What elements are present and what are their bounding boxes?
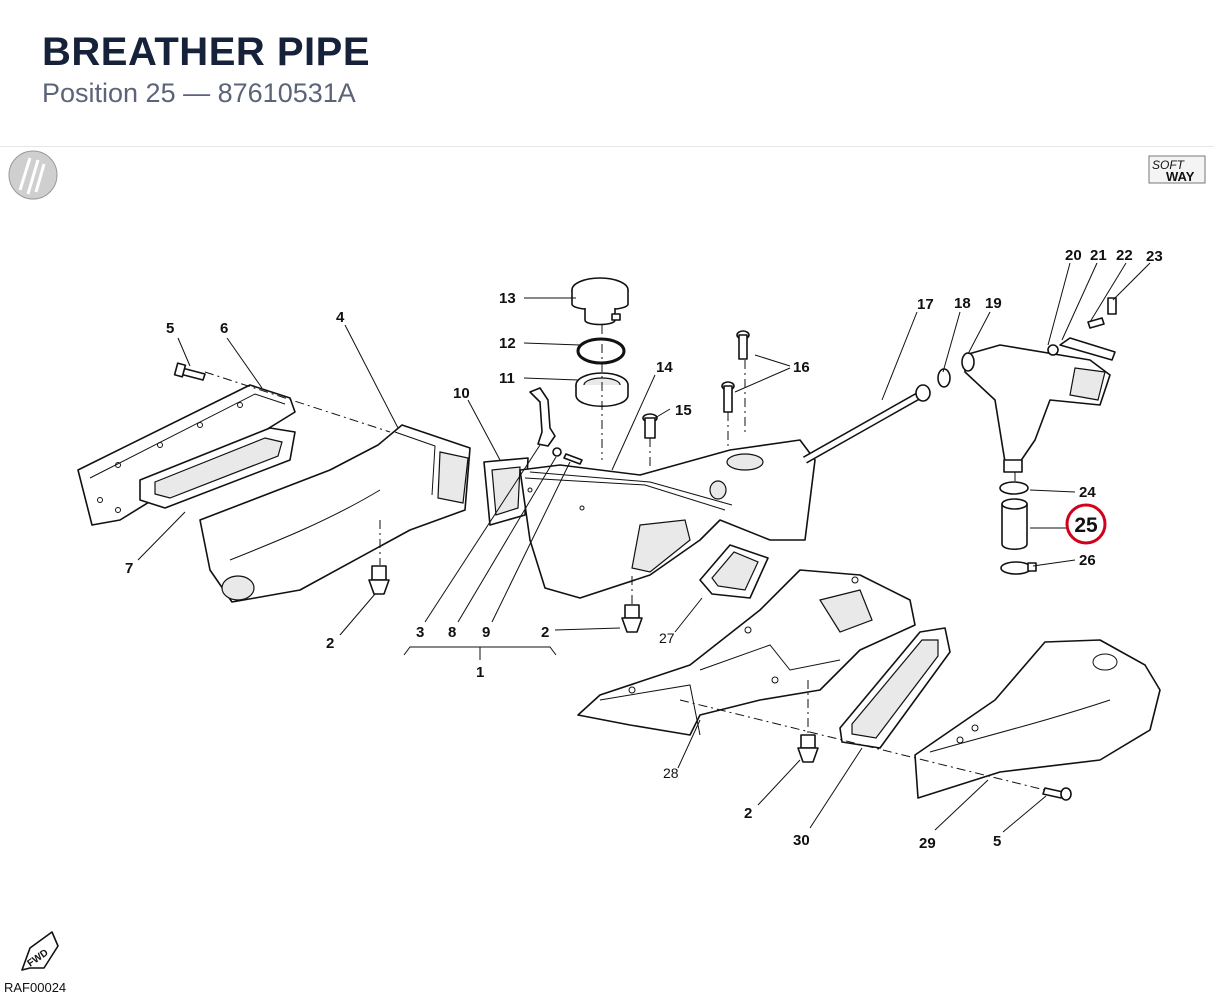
part-2-grommet-center [621,604,643,633]
callout-5-left: 5 [166,320,174,337]
callout-30: 30 [793,832,810,849]
part-6-mounting-plate [77,384,296,526]
callout-22: 22 [1116,247,1133,264]
part-9-screw [563,453,583,465]
callout-25-label: 25 [1074,514,1098,537]
callout-24: 24 [1079,484,1096,501]
part-12-o-ring [576,337,626,365]
page-title: BREATHER PIPE [42,30,371,74]
part-25-breather-pipe-highlighted [1001,498,1028,551]
callout-2-left: 2 [326,635,334,652]
callout-27: 27 [659,630,675,646]
callout-3: 3 [416,624,424,641]
part-8-washer [552,447,562,457]
part-3-bracket [529,387,556,447]
part-5-screw-right [1042,787,1072,801]
part-15-bolt [642,413,658,439]
callout-labels: 5 6 4 7 2 10 3 8 9 2 1 13 12 11 14 15 16… [125,247,1163,852]
callout-13: 13 [499,290,516,307]
callout-4: 4 [336,309,345,326]
callout-1: 1 [476,664,484,681]
callout-26: 26 [1079,552,1096,569]
part-17-breather-pipe [803,384,931,464]
callout-9: 9 [482,624,490,641]
callout-11: 11 [499,370,515,387]
callout-10: 10 [453,385,470,402]
callout-25-highlight[interactable]: 25 [1065,503,1107,545]
callout-6: 6 [220,320,228,337]
callout-7: 7 [125,560,133,577]
part-13-filler-cap [571,277,629,326]
part-2-grommet-left [368,565,390,595]
part-10-gasket [483,457,529,526]
callout-leader-lines [137,262,1151,833]
callout-29: 29 [919,835,936,852]
callout-19: 19 [985,295,1002,312]
callout-16: 16 [793,359,810,376]
callout-20: 20 [1065,247,1082,264]
part-27-gasket [699,544,769,599]
softway-logo-top: SOFT [1152,158,1186,172]
assembly-axis-lines [204,325,1046,791]
part-26-clamp [1000,561,1037,575]
exploded-parts-diagram: SOFT WAY [8,150,1206,971]
softway-logo: SOFT WAY [1148,155,1206,184]
part-2-grommet-bottom [797,734,819,763]
part-18-hose-clamp [937,368,951,388]
callout-2-bottom: 2 [744,805,752,822]
callout-17: 17 [917,296,934,313]
part-7-air-filter [139,427,296,509]
callout-8: 8 [448,624,456,641]
page-subtitle: Position 25 — 87610531A [42,78,356,109]
callout-21: 21 [1090,247,1107,264]
part-20-23-hardware [1047,297,1117,361]
callout-14: 14 [656,359,673,376]
callout-12: 12 [499,335,516,352]
brand-circle-logo [8,150,58,200]
part-24-clamp [999,481,1029,495]
part-5-screw-left [173,362,206,381]
part-14-fuel-tank [519,439,816,599]
subtitle-separator: — [183,78,211,108]
callout-2-center: 2 [541,624,549,641]
callout-15: 15 [675,402,692,419]
part-30-air-filter [839,627,951,749]
page-header: BREATHER PIPE Position 25 — 87610531A [0,0,1214,147]
fwd-arrow-icon: FWD [21,931,59,971]
part-28-air-box-frame [577,569,916,736]
subtitle-position: Position 25 [42,78,176,108]
callout-18: 18 [954,295,971,312]
part-29-cover [914,639,1161,799]
subtitle-part-number: 87610531A [217,78,356,108]
callout-5-right: 5 [993,833,1001,850]
highlight-ring [1065,503,1107,545]
softway-logo-bottom: WAY [1166,169,1195,184]
part-19-vent-canister [961,344,1111,473]
callout-23: 23 [1146,248,1163,265]
callout-28: 28 [663,765,679,781]
part-4-air-duct [199,424,471,603]
drawing-code: RAF00024 [4,980,67,995]
